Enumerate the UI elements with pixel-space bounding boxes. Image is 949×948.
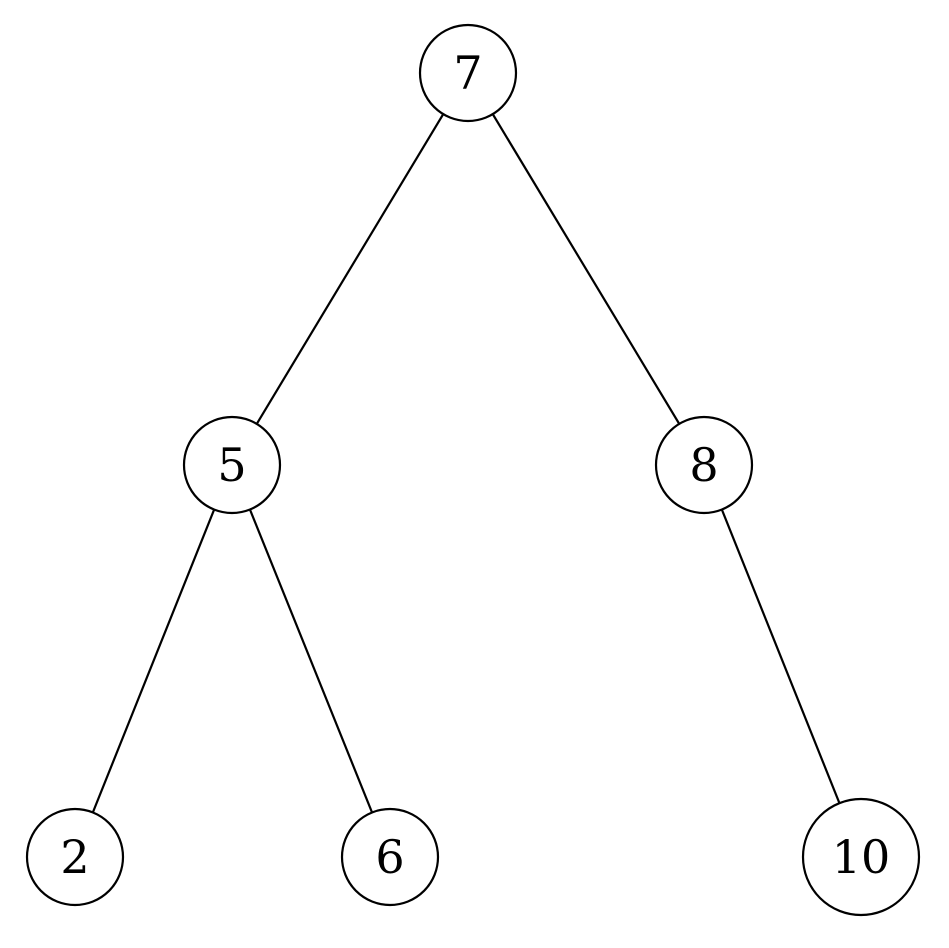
node-label: 5	[217, 438, 246, 492]
nodes-layer: 7 5 8 2 6 10	[25, 23, 921, 917]
edge-8-10	[702, 464, 863, 858]
tree-node-2: 2	[25, 807, 125, 907]
node-circle	[801, 797, 921, 917]
node-label: 7	[453, 46, 482, 100]
node-circle	[25, 807, 125, 907]
edge-5-6	[230, 464, 392, 858]
tree-node-6: 6	[340, 807, 440, 907]
edge-5-2	[73, 464, 234, 858]
node-label: 6	[375, 830, 404, 884]
edge-7-8	[467, 72, 705, 466]
tree-node-7: 7	[418, 23, 518, 123]
node-label: 8	[689, 438, 718, 492]
edges-layer	[73, 72, 863, 858]
tree-node-10: 10	[801, 797, 921, 917]
node-circle	[340, 807, 440, 907]
node-circle	[182, 415, 282, 515]
node-label: 2	[60, 830, 89, 884]
node-circle	[418, 23, 518, 123]
node-circle	[654, 415, 754, 515]
tree-node-5: 5	[182, 415, 282, 515]
node-label: 10	[832, 830, 891, 884]
edge-7-5	[231, 72, 469, 466]
tree-node-8: 8	[654, 415, 754, 515]
